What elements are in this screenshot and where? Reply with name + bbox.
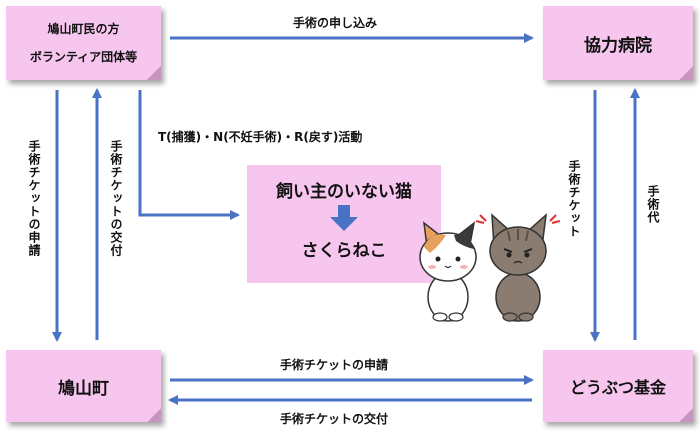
label-hospital-to-foundation: 手術チケット: [567, 160, 581, 238]
cats-result: さくらねこ: [301, 241, 387, 261]
node-foundation: どうぶつ基金: [543, 350, 693, 422]
label-foundation-to-hospital: 手術代: [646, 185, 660, 224]
down-arrow-icon: [330, 205, 358, 231]
node-residents: 鳩山町民の方 ボランティア団体等: [6, 6, 161, 80]
node-town: 鳩山町: [6, 350, 161, 422]
node-stray-cats: 飼い主のいない猫 さくらねこ: [247, 165, 441, 283]
cats-illustration: [419, 213, 560, 322]
hospital-label: 協力病院: [584, 35, 652, 56]
cats-title: 飼い主のいない猫: [276, 182, 412, 202]
node-hospital: 協力病院: [543, 6, 693, 80]
label-town-to-foundation: 手術チケットの申請: [280, 358, 389, 372]
foundation-label: どうぶつ基金: [569, 378, 666, 397]
label-foundation-to-town: 手術チケットの交付: [280, 412, 389, 426]
arrow-tnr-to-cats: [138, 90, 240, 220]
label-tnr-activity: T(捕獲)・N(不妊手術)・R(戻す)活動: [158, 130, 363, 144]
calico-cat-icon: [419, 221, 477, 322]
residents-line2: ボランティア団体等: [29, 50, 138, 64]
town-label: 鳩山町: [58, 378, 109, 399]
label-residents-to-hospital: 手術の申し込み: [293, 16, 378, 30]
label-residents-to-town: 手術チケットの申請: [27, 140, 41, 257]
grey-cat-icon: [475, 213, 560, 322]
label-town-to-residents: 手術チケットの交付: [109, 140, 123, 257]
residents-line1: 鳩山町民の方: [47, 22, 120, 36]
